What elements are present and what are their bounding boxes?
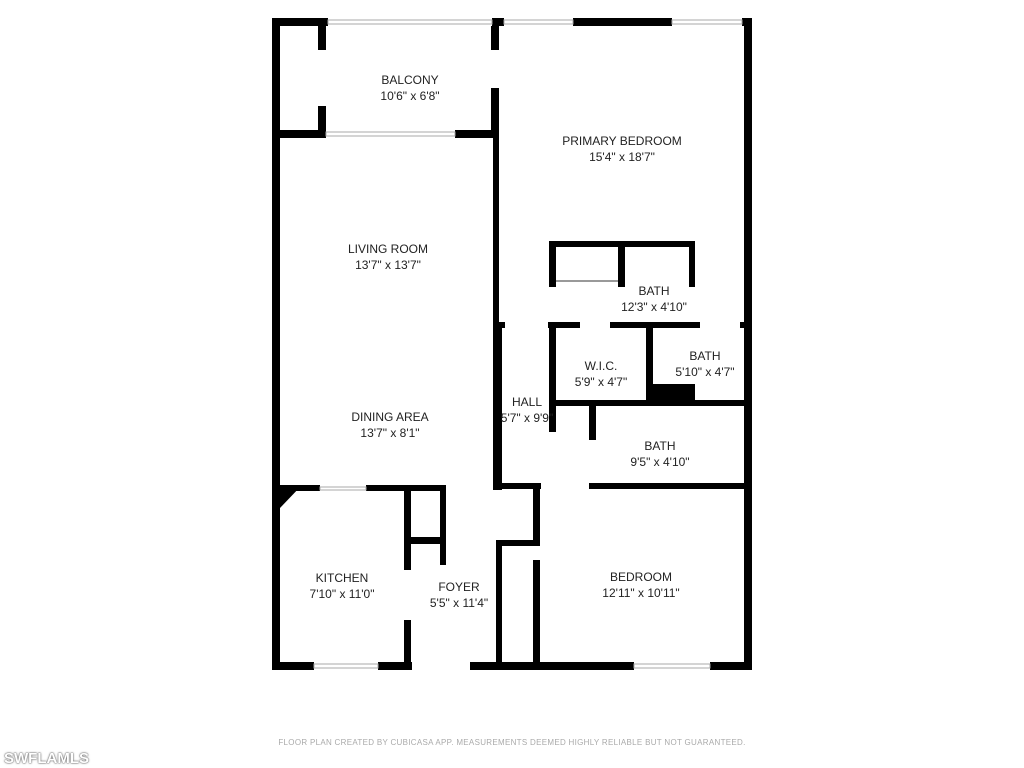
watermark: SWFLAMLS bbox=[4, 750, 89, 767]
room-size: 5'7" x 9'9" bbox=[500, 411, 554, 425]
walls bbox=[272, 18, 752, 670]
room-size: 5'10" x 4'7" bbox=[675, 365, 735, 379]
room-size: 5'9" x 4'7" bbox=[574, 375, 628, 389]
room-name: BATH bbox=[638, 284, 670, 298]
room-name: BALCONY bbox=[381, 73, 439, 87]
room-balcony: BALCONY 10'6" x 6'8" bbox=[380, 72, 439, 104]
room-size: 7'10" x 11'0" bbox=[309, 587, 375, 601]
room-size: 15'4" x 18'7" bbox=[589, 150, 655, 164]
room-name: BATH bbox=[689, 349, 721, 363]
room-size: 12'11" x 10'11" bbox=[602, 586, 680, 600]
room-name: BATH bbox=[644, 439, 676, 453]
room-size: 13'7" x 8'1" bbox=[360, 426, 420, 440]
room-name: KITCHEN bbox=[315, 571, 369, 585]
room-foyer: FOYER 5'5" x 11'4" bbox=[430, 579, 488, 611]
room-bath-2: BATH 5'10" x 4'7" bbox=[675, 348, 734, 380]
room-wic: W.I.C. 5'9" x 4'7" bbox=[575, 358, 627, 390]
room-size: 9'5" x 4'10" bbox=[630, 455, 690, 469]
disclaimer: FLOOR PLAN CREATED BY CUBICASA APP. MEAS… bbox=[278, 738, 746, 747]
room-name: FOYER bbox=[438, 580, 480, 594]
room-size: 5'5" x 11'4" bbox=[429, 596, 489, 610]
room-primary-bedroom: PRIMARY BEDROOM 15'4" x 18'7" bbox=[562, 133, 682, 165]
room-name: W.I.C. bbox=[584, 359, 618, 373]
room-size: 13'7" x 13'7" bbox=[355, 258, 421, 272]
room-name: HALL bbox=[511, 395, 543, 409]
room-name: LIVING ROOM bbox=[347, 242, 429, 256]
windows bbox=[313, 19, 743, 669]
room-kitchen: KITCHEN 7'10" x 11'0" bbox=[310, 570, 375, 602]
room-size: 12'3" x 4'10" bbox=[621, 300, 687, 314]
room-hall: HALL 5'7" x 9'9" bbox=[501, 394, 553, 426]
room-name: BEDROOM bbox=[609, 570, 673, 584]
room-bedroom: BEDROOM 12'11" x 10'11" bbox=[602, 569, 679, 601]
room-primary-bath: BATH 12'3" x 4'10" bbox=[621, 283, 687, 315]
room-dining-area: DINING AREA 13'7" x 8'1" bbox=[351, 409, 428, 441]
room-bath-3: BATH 9'5" x 4'10" bbox=[630, 438, 689, 470]
room-living-room: LIVING ROOM 13'7" x 13'7" bbox=[348, 241, 428, 273]
room-size: 10'6" x 6'8" bbox=[380, 89, 440, 103]
room-name: PRIMARY BEDROOM bbox=[562, 134, 682, 148]
room-name: DINING AREA bbox=[351, 410, 429, 424]
